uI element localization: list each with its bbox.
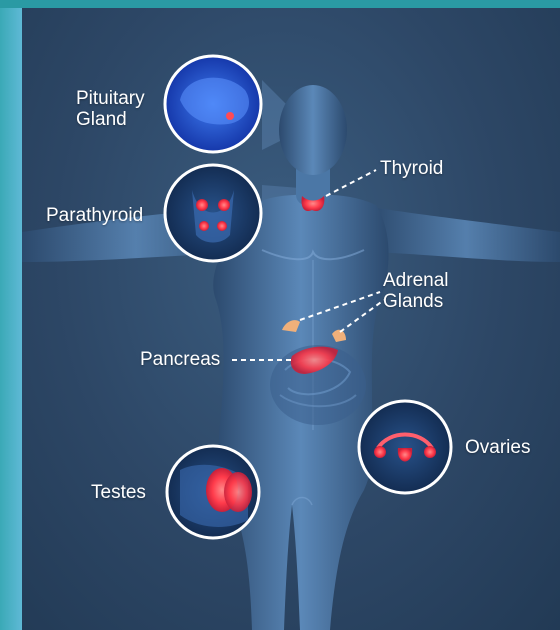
adrenal-label: Adrenal Glands <box>383 270 449 312</box>
thyroid-label: Thyroid <box>380 158 443 179</box>
parathyroid-inset <box>165 165 261 261</box>
testes-label: Testes <box>91 482 146 503</box>
pituitary-inset <box>165 56 261 152</box>
ovaries-label: Ovaries <box>465 437 530 458</box>
ovaries-inset <box>359 401 451 493</box>
testes-inset <box>167 446 259 538</box>
pancreas-label: Pancreas <box>140 349 220 370</box>
parathyroid-label: Parathyroid <box>46 205 143 226</box>
human-figure <box>22 85 560 630</box>
pituitary-label: Pituitary Gland <box>76 88 145 130</box>
